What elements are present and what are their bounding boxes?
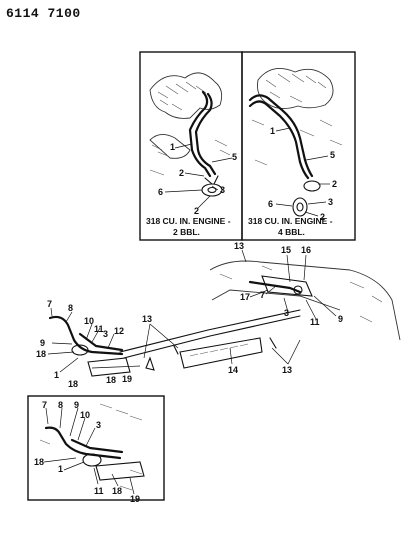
callout-a18c: 18 <box>106 375 116 385</box>
callout-m9: 9 <box>338 314 343 324</box>
caption-2bbl-line1: 318 CU. IN. ENGINE - <box>146 216 231 226</box>
callout-l2a: 2 <box>179 168 184 178</box>
callout-r3: 3 <box>328 197 333 207</box>
caption-4bbl-line2: 4 BBL. <box>278 227 305 237</box>
callout-a13: 13 <box>142 314 152 324</box>
callout-a19: 19 <box>122 374 132 384</box>
callout-m11: 11 <box>310 317 320 327</box>
callout-m13a: 13 <box>234 241 244 251</box>
caption-4bbl-line1: 318 CU. IN. ENGINE - <box>248 216 333 226</box>
callout-b8: 8 <box>58 400 63 410</box>
callout-r1: 1 <box>270 126 275 136</box>
callout-a9: 9 <box>40 338 45 348</box>
main-exhaust-drawing <box>47 249 401 377</box>
callout-a10: 10 <box>84 316 94 326</box>
callout-m15: 15 <box>281 245 291 255</box>
callout-l1: 1 <box>170 142 175 152</box>
callout-r6: 6 <box>268 199 273 209</box>
callout-r2b: 2 <box>320 212 325 222</box>
document-code: 6114 7100 <box>6 6 81 21</box>
callout-b18a: 18 <box>34 457 44 467</box>
callout-a11: 11 <box>94 324 104 334</box>
callout-m7: 7 <box>260 290 265 300</box>
callout-a3: 3 <box>103 329 108 339</box>
callout-labels: 1 5 2 3 6 2 1 5 2 3 6 2 13 15 16 17 7 3 … <box>34 126 343 504</box>
callout-b3: 3 <box>96 420 101 430</box>
callout-m3: 3 <box>284 308 289 318</box>
callout-a12: 12 <box>114 326 124 336</box>
callout-b9: 9 <box>74 400 79 410</box>
callout-b11: 11 <box>94 486 104 496</box>
callout-m16: 16 <box>301 245 311 255</box>
callout-r5: 5 <box>330 150 335 160</box>
callout-l3: 3 <box>220 185 225 195</box>
callout-a1: 1 <box>54 370 59 380</box>
callout-a18a: 18 <box>36 349 46 359</box>
callout-b7: 7 <box>42 400 47 410</box>
caption-2bbl-line2: 2 BBL. <box>173 227 200 237</box>
callout-r2: 2 <box>332 179 337 189</box>
callout-b19: 19 <box>130 494 140 504</box>
callout-a18b: 18 <box>68 379 78 389</box>
inset-2bbl-drawing <box>149 72 233 209</box>
bottom-inset <box>27 395 165 501</box>
callout-a13b: 13 <box>282 365 292 375</box>
callout-b18b: 18 <box>112 486 122 496</box>
inset-frame-4bbl <box>241 51 356 241</box>
bottom-inset-frame <box>27 395 165 501</box>
callout-l6: 6 <box>158 187 163 197</box>
callout-a8: 8 <box>68 303 73 313</box>
callout-a7: 7 <box>47 299 52 309</box>
callout-b10: 10 <box>80 410 90 420</box>
callout-b1: 1 <box>58 464 63 474</box>
top-insets <box>139 51 356 241</box>
callout-a14: 14 <box>228 365 238 375</box>
inset-4bbl-drawing <box>248 67 343 217</box>
callout-l2b: 2 <box>194 206 199 216</box>
callout-m17: 17 <box>240 292 250 302</box>
callout-l5: 5 <box>232 152 237 162</box>
